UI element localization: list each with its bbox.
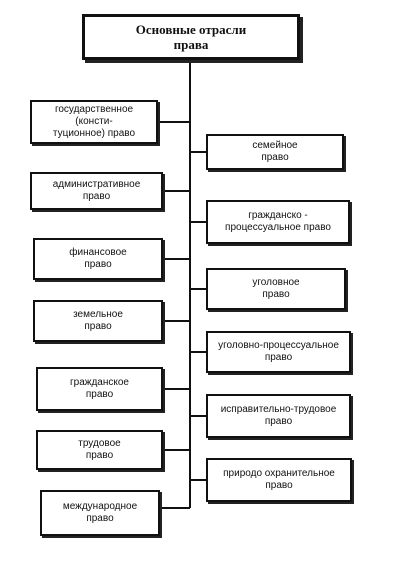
branch-box-criminal-procedure-law: уголовно-процессуальное право bbox=[206, 331, 351, 373]
branch-label: уголовно-процессуальное право bbox=[218, 340, 339, 363]
branch-box-correctional-labor-law: исправительно-трудовое право bbox=[206, 394, 351, 438]
branch-label: гражданско - процессуальное право bbox=[225, 210, 331, 233]
branch-label: природо охранительное право bbox=[223, 468, 335, 491]
branch-box-constitutional-law: государственное (консти- туционное) прав… bbox=[30, 100, 158, 144]
diagram-title-text: Основные отрасли права bbox=[135, 22, 247, 52]
branch-box-international-law: международное право bbox=[40, 490, 160, 536]
branch-label: уголовное право bbox=[252, 277, 300, 300]
branch-label: международное право bbox=[62, 501, 138, 524]
branch-label: государственное (консти- туционное) прав… bbox=[52, 104, 136, 139]
branch-label: административное право bbox=[52, 179, 141, 202]
branch-box-civil-procedure-law: гражданско - процессуальное право bbox=[206, 200, 350, 244]
branch-box-financial-law: финансовое право bbox=[33, 238, 163, 280]
branch-box-land-law: земельное право bbox=[33, 300, 163, 342]
branch-label: трудовое право bbox=[78, 438, 121, 461]
branch-box-environmental-law: природо охранительное право bbox=[206, 458, 352, 502]
branch-label: исправительно-трудовое право bbox=[220, 404, 337, 427]
branch-label: гражданское право bbox=[70, 377, 129, 400]
branch-box-administrative-law: административное право bbox=[30, 172, 163, 210]
branch-box-criminal-law: уголовное право bbox=[206, 268, 346, 310]
branch-label: семейное право bbox=[252, 140, 298, 163]
diagram-title: Основные отрасли права bbox=[82, 14, 300, 60]
branch-label: финансовое право bbox=[69, 247, 127, 270]
branch-box-labor-law: трудовое право bbox=[36, 430, 163, 470]
branch-label: земельное право bbox=[73, 309, 123, 332]
branch-box-family-law: семейное право bbox=[206, 134, 344, 170]
branch-box-civil-law: гражданское право bbox=[36, 367, 163, 411]
